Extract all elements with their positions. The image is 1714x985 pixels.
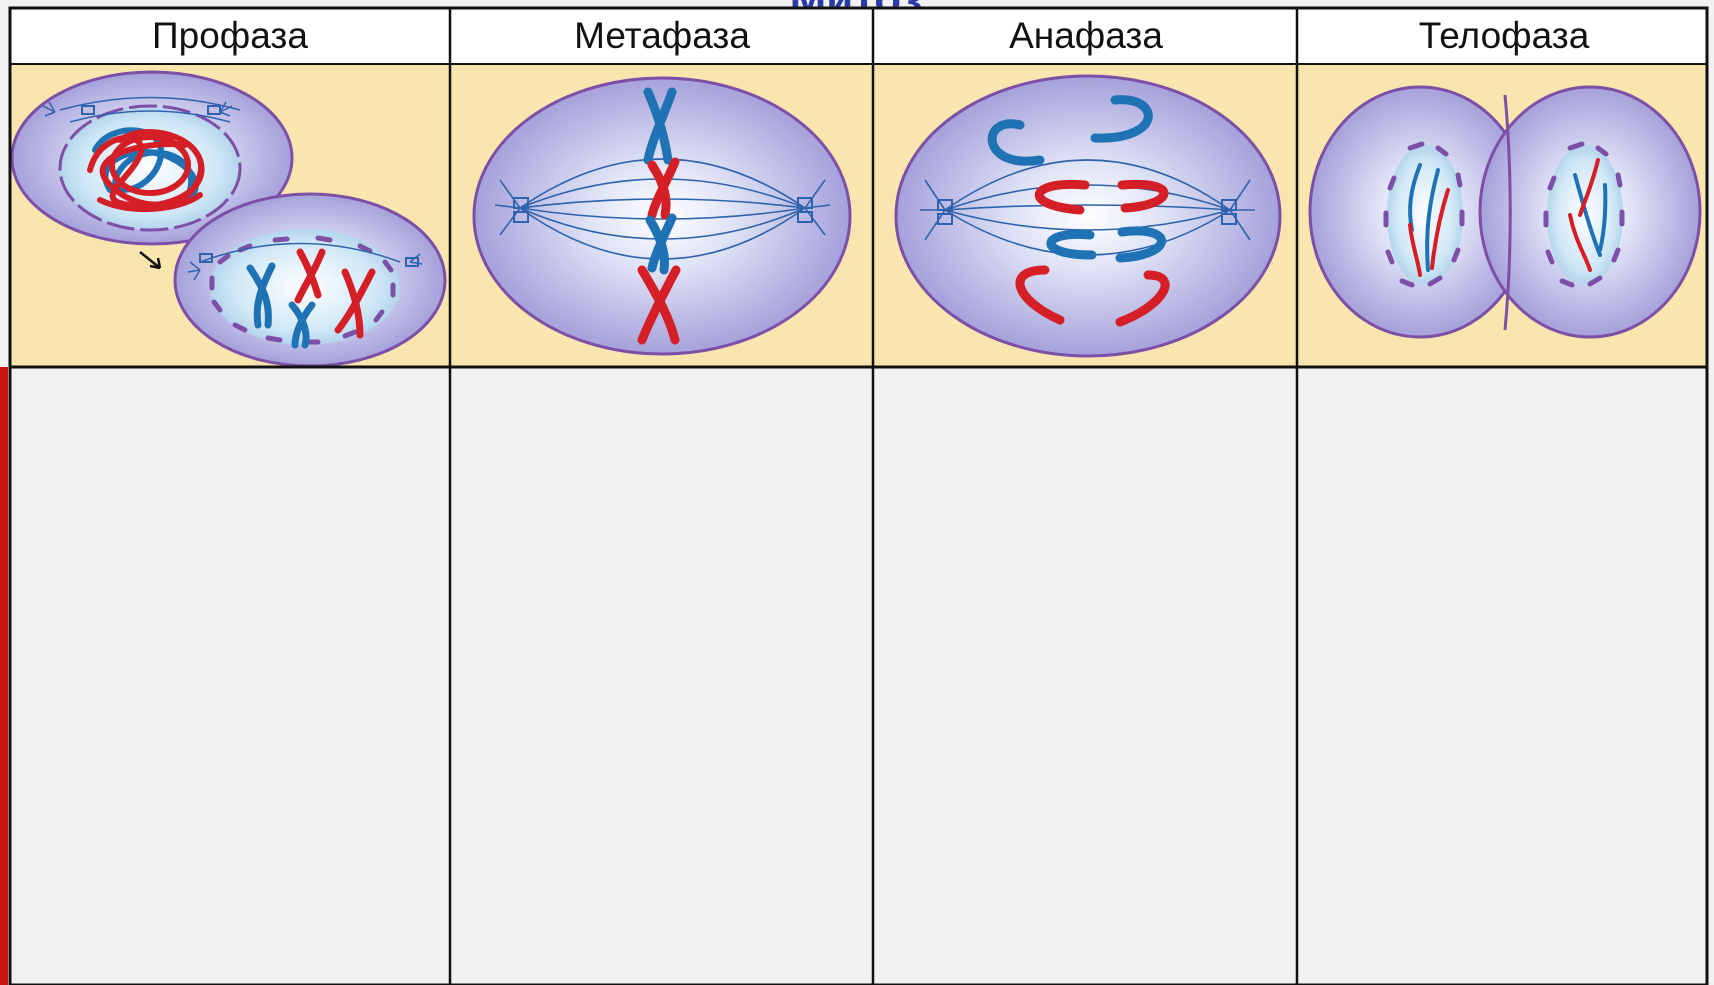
answer-cell-anaphase[interactable]	[875, 369, 1295, 983]
phase-header-anaphase: Анафаза	[1009, 15, 1163, 56]
phase-header-prophase: Профаза	[152, 15, 308, 56]
answer-cell-prophase[interactable]	[12, 369, 448, 983]
left-accent-bar	[0, 367, 8, 985]
answer-cell-metaphase[interactable]	[452, 369, 871, 983]
answer-cell-telophase[interactable]	[1299, 369, 1705, 983]
phase-header-telophase: Телофаза	[1419, 15, 1590, 56]
phase-header-metaphase: Метафаза	[574, 15, 750, 56]
anaphase-illustration	[896, 76, 1280, 356]
metaphase-illustration	[474, 78, 850, 354]
